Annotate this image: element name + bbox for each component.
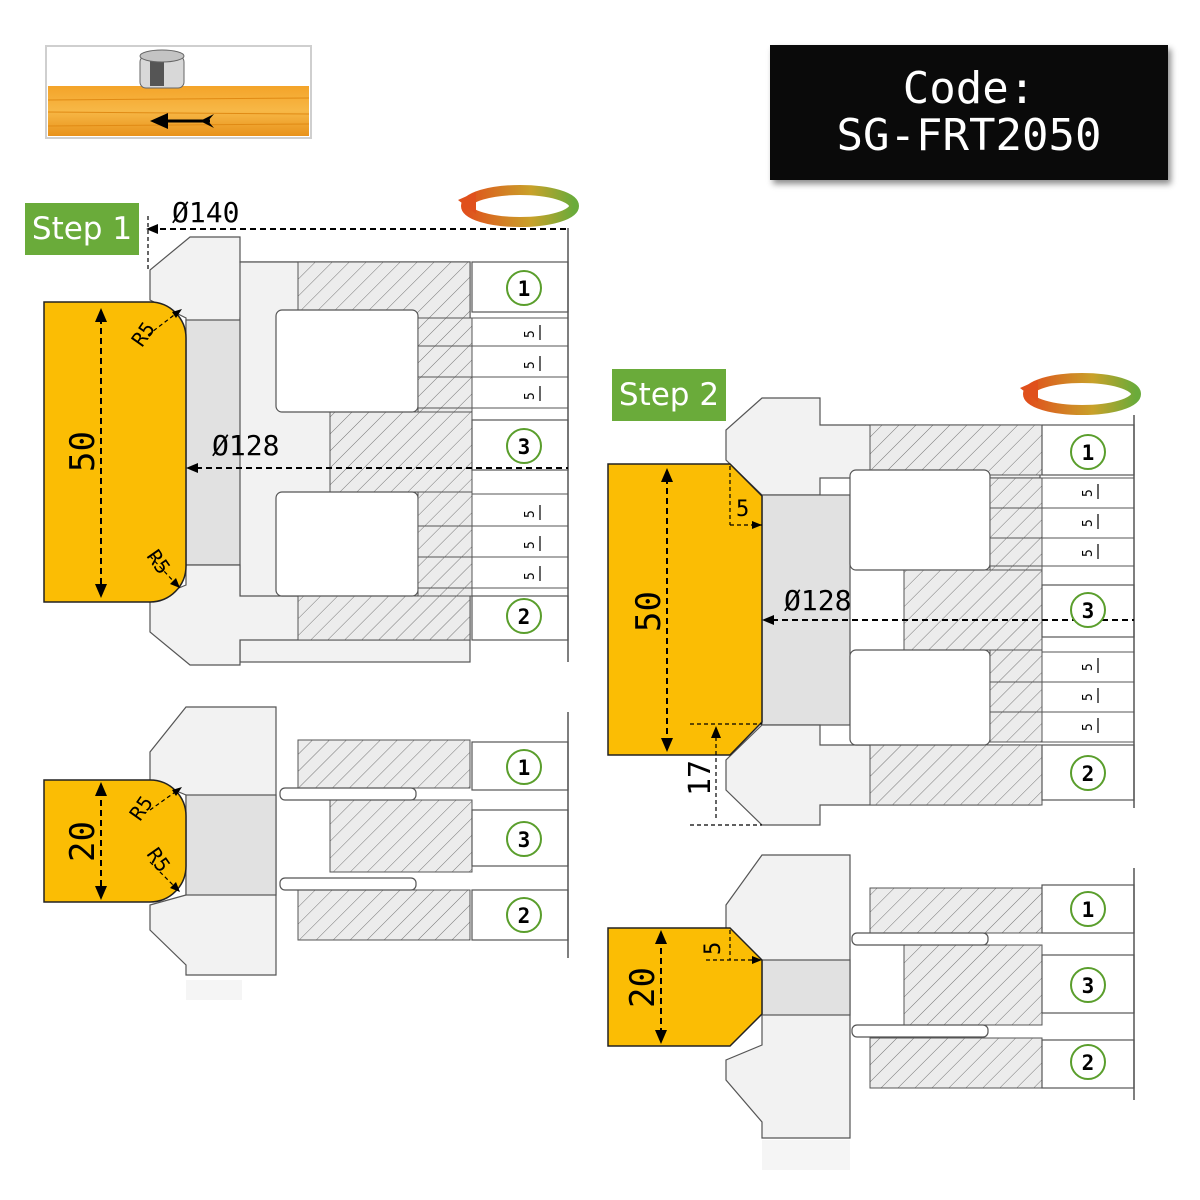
spacer-label: 5 bbox=[523, 392, 538, 400]
svg-text:1: 1 bbox=[518, 756, 531, 780]
feed-arrow-icon bbox=[150, 113, 214, 129]
part-number-markers: 1 3 2 1 3 2 1 3 2 1 3 2 bbox=[506, 270, 1106, 1080]
rotation-arrow-icon bbox=[458, 185, 579, 227]
product-code-box: Code: SG-FRT2050 bbox=[770, 45, 1168, 180]
part-marker: 3 bbox=[1070, 592, 1106, 628]
rotation-arrow-icon bbox=[1020, 373, 1141, 415]
step1-workpiece-20 bbox=[43, 779, 187, 903]
spacer-label: 5 bbox=[1081, 723, 1096, 731]
height-label: 20 bbox=[63, 821, 103, 862]
spacer-label: 5 bbox=[1081, 519, 1096, 527]
step2-badge: Step 2 bbox=[612, 369, 726, 421]
part-marker: 2 bbox=[1070, 755, 1106, 791]
step2-workpiece-50 bbox=[607, 463, 763, 756]
spacer-label: 5 bbox=[1081, 549, 1096, 557]
height-label: 50 bbox=[629, 591, 669, 632]
inner-diameter-label: Ø128 bbox=[212, 429, 279, 462]
part-marker: 2 bbox=[506, 598, 542, 634]
step1-top-assembly bbox=[43, 185, 579, 666]
part-marker: 3 bbox=[506, 821, 542, 857]
part-marker: 3 bbox=[506, 428, 542, 464]
svg-text:2: 2 bbox=[1082, 1051, 1095, 1075]
part-marker: 1 bbox=[506, 270, 542, 306]
spacer-label: 5 bbox=[1081, 663, 1096, 671]
height-label: 20 bbox=[623, 967, 663, 1008]
inner-diameter-label: Ø128 bbox=[784, 584, 851, 617]
svg-text:2: 2 bbox=[1082, 762, 1095, 786]
step2-workpiece-20 bbox=[607, 927, 763, 1047]
step1-badge: Step 1 bbox=[25, 203, 139, 255]
part-marker: 3 bbox=[1070, 967, 1106, 1003]
spacer-label: 5 bbox=[523, 510, 538, 518]
svg-text:3: 3 bbox=[518, 828, 531, 852]
code-label: Code: bbox=[902, 63, 1036, 115]
svg-text:3: 3 bbox=[1082, 599, 1095, 623]
chamfer-label: 5 bbox=[701, 942, 726, 955]
code-value: SG-FRT2050 bbox=[836, 109, 1102, 161]
spacer-label: 5 bbox=[523, 361, 538, 369]
part-marker: 1 bbox=[506, 749, 542, 785]
step2-top-assembly bbox=[607, 373, 1141, 826]
dimension-lines bbox=[95, 216, 1134, 1044]
part-marker: 2 bbox=[1070, 1044, 1106, 1080]
svg-text:3: 3 bbox=[518, 435, 531, 459]
feed-direction-thumbnail bbox=[45, 45, 312, 139]
height-label: 50 bbox=[63, 431, 103, 472]
part-marker: 1 bbox=[1070, 891, 1106, 927]
spacer-label: 5 bbox=[1081, 693, 1096, 701]
step1-bottom-assembly bbox=[43, 706, 569, 1000]
spacer-label: 5 bbox=[523, 330, 538, 338]
spacer-label: 5 bbox=[1081, 489, 1096, 497]
part-marker: 1 bbox=[1070, 434, 1106, 470]
svg-text:2: 2 bbox=[518, 904, 531, 928]
svg-text:2: 2 bbox=[518, 605, 531, 629]
chamfer-label: 5 bbox=[736, 497, 749, 522]
svg-text:1: 1 bbox=[1082, 441, 1095, 465]
svg-text:3: 3 bbox=[1082, 974, 1095, 998]
chamfer-height-label: 17 bbox=[683, 760, 718, 796]
svg-text:1: 1 bbox=[1082, 898, 1095, 922]
outer-diameter-label: Ø140 bbox=[172, 196, 239, 229]
spacer-label: 5 bbox=[523, 572, 538, 580]
part-marker: 2 bbox=[506, 897, 542, 933]
svg-text:1: 1 bbox=[518, 277, 531, 301]
step2-bottom-assembly bbox=[607, 854, 1135, 1170]
step1-workpiece-50 bbox=[43, 301, 187, 603]
spacer-label: 5 bbox=[523, 541, 538, 549]
